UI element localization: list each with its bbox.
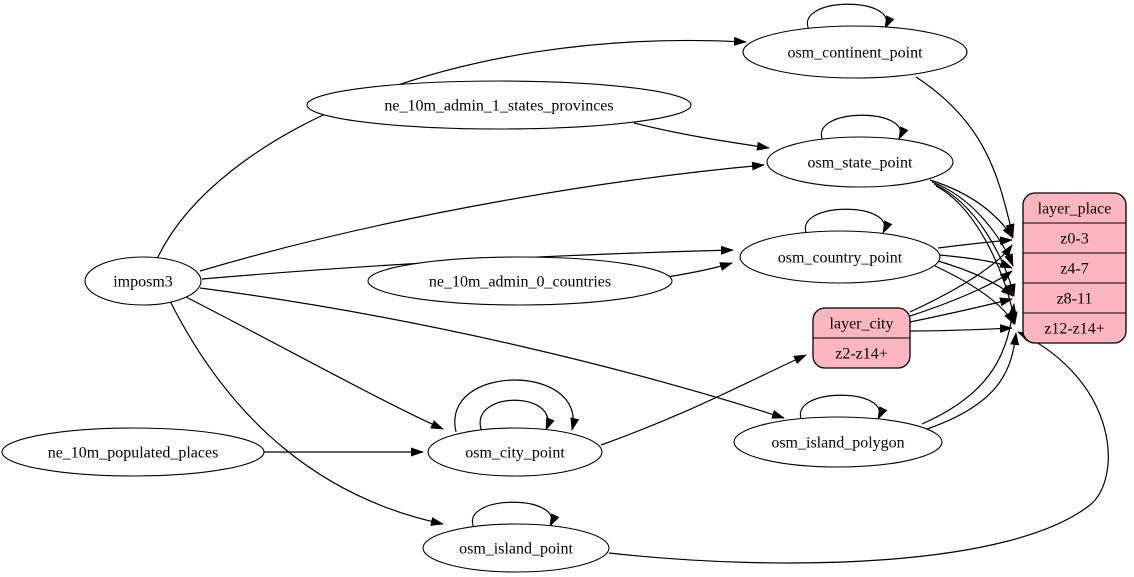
edge-imposm3-to-osm_city_point	[183, 295, 444, 430]
node-shape-osm_city_point	[427, 427, 603, 477]
record-row-layer_place-z8-11: z8-11	[1057, 291, 1093, 308]
node-shape-osm_island_polygon	[733, 416, 943, 468]
node-ne_10m_admin_1_states_provinces: ne_10m_admin_1_states_provinces	[306, 80, 692, 130]
record-row-layer_place-z4-7: z4-7	[1060, 261, 1088, 278]
node-shape-ne_10m_admin_1_states_provinces	[306, 80, 692, 130]
node-ne_10m_populated_places: ne_10m_populated_places	[1, 427, 265, 477]
edge-osm_continent_point-to-layer_place-z0-3	[915, 76, 1015, 237]
record-layer_city: layer_city z2-z14+	[812, 307, 911, 369]
record-box-layer_place	[1022, 192, 1127, 344]
node-imposm3: imposm3	[84, 256, 202, 306]
edge-ne_10m_admin_0_countries-to-osm_country_point	[666, 262, 733, 278]
node-ne_10m_admin_0_countries: ne_10m_admin_0_countries	[367, 256, 673, 306]
node-label-osm_state_point: osm_state_point	[808, 155, 913, 172]
record-row-layer_place-z12-z14+: z12-z14+	[1044, 321, 1105, 338]
node-label-osm_country_point: osm_country_point	[778, 250, 903, 267]
edge-osm_state_point-to-layer_place-z4-7	[931, 181, 1014, 267]
record-row-layer_place-z0-3: z0-3	[1060, 231, 1088, 248]
edge-osm_city_point-to-osm_city_point-self	[454, 379, 580, 433]
edge-osm_island_point-to-layer_place-z12-z14+	[608, 331, 1109, 564]
node-shape-osm_country_point	[739, 230, 941, 284]
node-shape-osm_state_point	[766, 136, 954, 188]
edge-osm_country_point-to-layer_place-z12-z14+	[934, 265, 1015, 325]
node-label-imposm3: imposm3	[113, 274, 173, 291]
node-shape-osm_continent_point	[742, 25, 968, 79]
edge-osm_city_point-to-osm_city_point-self	[479, 399, 555, 433]
node-label-osm_island_polygon: osm_island_polygon	[771, 435, 904, 452]
edge-osm_country_point-to-layer_place-z0-3	[937, 236, 1013, 249]
record-title-layer_city: layer_city	[830, 316, 894, 333]
node-osm_continent_point: osm_continent_point	[742, 25, 968, 79]
edge-layer_city-to-layer_place-z0-3	[909, 244, 1013, 313]
edge-osm_city_point-to-layer_city-z2-z14+	[600, 354, 807, 446]
edge-osm_state_point-to-layer_place-z0-3	[929, 179, 1014, 239]
node-label-ne_10m_admin_0_countries: ne_10m_admin_0_countries	[429, 274, 611, 291]
edge-osm_state_point-to-osm_state_point-self	[820, 114, 909, 142]
edge-osm_island_point-to-osm_island_point-self	[471, 501, 560, 529]
edge-osm_country_point-to-osm_country_point-self	[804, 208, 893, 236]
edge-osm_island_polygon-to-layer_place-z8-11	[921, 303, 1017, 425]
edge-osm_state_point-to-layer_place-z8-11	[933, 183, 1016, 297]
node-osm_state_point: osm_state_point	[766, 136, 954, 188]
edge-osm_island_polygon-to-layer_place-z12-z14+	[926, 332, 1020, 430]
node-shape-imposm3	[84, 256, 202, 306]
node-shape-ne_10m_populated_places	[1, 427, 265, 477]
record-row-layer_city-z2-z14+: z2-z14+	[835, 346, 888, 363]
node-osm_island_point: osm_island_point	[422, 523, 610, 573]
edge-imposm3-to-osm_island_polygon	[199, 287, 785, 419]
node-osm_island_polygon: osm_island_polygon	[733, 416, 943, 468]
edge-layer_city-to-layer_place-z8-11	[909, 297, 1013, 323]
node-label-ne_10m_admin_1_states_provinces: ne_10m_admin_1_states_provinces	[384, 98, 613, 115]
edge-layer_city-to-layer_place-z4-7	[909, 270, 1013, 317]
edge-osm_country_point-to-layer_place-z8-11	[937, 260, 1014, 297]
node-label-ne_10m_populated_places: ne_10m_populated_places	[48, 445, 219, 462]
edge-imposm3-to-osm_continent_point	[156, 36, 747, 260]
edge-osm_country_point-to-layer_place-z4-7	[939, 254, 1013, 269]
record-title-layer_place: layer_place	[1038, 201, 1112, 218]
node-shape-osm_island_point	[422, 523, 610, 573]
edge-osm_continent_point-to-osm_continent_point-self	[806, 3, 895, 31]
node-label-osm_island_point: osm_island_point	[459, 541, 573, 558]
node-osm_city_point: osm_city_point	[427, 427, 603, 477]
node-label-osm_continent_point: osm_continent_point	[787, 45, 923, 62]
edge-imposm3-to-osm_state_point	[199, 161, 765, 272]
node-osm_country_point: osm_country_point	[739, 230, 941, 284]
node-shape-ne_10m_admin_0_countries	[367, 256, 673, 306]
record-layer_place: layer_place z0-3 z4-7 z8-11 z12-z14+	[1022, 192, 1127, 344]
edge-layer	[156, 3, 1109, 564]
edge-layer_city-to-layer_place-z12-z14+	[909, 324, 1013, 334]
node-label-osm_city_point: osm_city_point	[465, 445, 565, 462]
edge-osm_island_polygon-to-osm_island_polygon-self	[799, 394, 888, 422]
edge-ne_10m_admin_1_states_provinces-to-osm_state_point	[633, 122, 770, 151]
edge-imposm3-to-osm_island_point	[169, 300, 444, 526]
